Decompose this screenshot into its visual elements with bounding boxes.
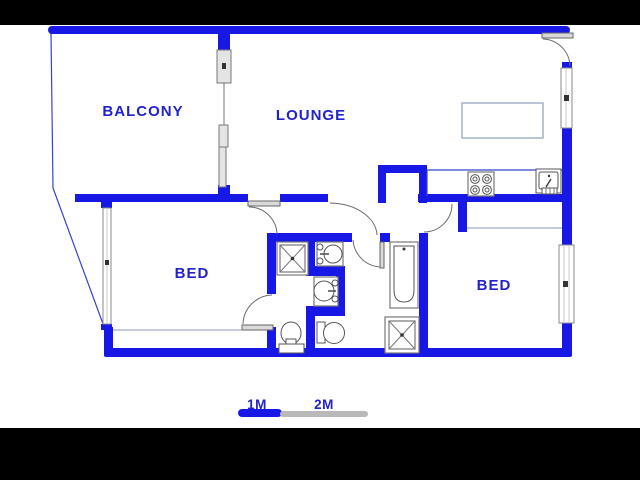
bed1-right-wall-lower — [267, 327, 276, 357]
bed2-label: BED — [477, 277, 512, 294]
wc-room-bottom-wall — [306, 306, 345, 316]
lounge-bottom-wall — [280, 194, 328, 202]
wc-room-right-wall — [336, 266, 345, 308]
dining-table — [461, 102, 544, 139]
letterbox-bottom — [0, 428, 640, 480]
bathtub — [389, 241, 419, 309]
entrance-door — [541, 32, 574, 67]
bed1-right-wall-upper — [267, 242, 276, 294]
bathroom-door — [352, 239, 385, 269]
balcony-bottom-wall — [75, 194, 248, 202]
bed1-left-corner-wall — [104, 327, 113, 353]
bed2-left-wall — [419, 233, 428, 357]
fixtures — [113, 102, 562, 354]
scale-bar-2m-segment — [280, 411, 368, 417]
bed1-window — [102, 207, 112, 325]
basin-1 — [316, 241, 344, 267]
toilet-2 — [316, 321, 345, 344]
basin-2 — [313, 276, 339, 307]
divider-stub-top — [218, 30, 230, 50]
top-exterior-wall — [48, 26, 570, 34]
bed2-door — [423, 203, 453, 233]
lounge-window — [560, 67, 573, 129]
site-boundary-line — [50, 32, 107, 333]
bathroom-top-wall — [267, 233, 352, 242]
letterbox-top — [0, 0, 640, 25]
scale-1m-label: 1M — [247, 397, 267, 412]
bed2-window — [558, 244, 575, 324]
wc-room-top-wall — [306, 266, 345, 276]
bed1-window-bottom-cap — [101, 324, 112, 330]
shower-1 — [276, 241, 309, 276]
shower-2 — [384, 316, 420, 354]
windows — [102, 49, 575, 325]
kitchen-duct-wall-left — [378, 165, 386, 203]
doors — [241, 32, 574, 331]
kitchen-sink-icon — [535, 168, 562, 195]
room-labels: BALCONY LOUNGE BED BED — [102, 103, 512, 294]
balcony-sliding-door — [216, 49, 232, 188]
kitchen-duct-wall-top — [378, 165, 427, 173]
walls — [48, 26, 572, 357]
right-wall-window-cap — [562, 62, 572, 70]
bed1-ensuite-door — [241, 294, 274, 331]
lounge-label: LOUNGE — [276, 107, 346, 124]
scale-bar-1m-segment — [238, 409, 282, 417]
right-wall-lower — [562, 323, 572, 355]
toilet-divider-wall — [306, 306, 315, 357]
kitchen-duct-wall-right — [419, 165, 427, 203]
divider-stub-bottom — [218, 185, 230, 201]
stove — [467, 171, 495, 197]
balcony-label: BALCONY — [102, 103, 183, 120]
shower-basin-partition — [306, 242, 315, 266]
right-wall-mid — [562, 126, 572, 245]
bed1-entry-door — [247, 200, 281, 235]
bathroom-door-stub — [380, 233, 390, 242]
scale-bar: 1M 2M — [238, 397, 368, 417]
kitchen-bottom-wall — [418, 194, 562, 202]
bed1-label: BED — [175, 265, 210, 282]
bed1-window-top-cap — [101, 202, 112, 208]
bottom-exterior-wall — [104, 348, 572, 357]
lounge-hall-door — [329, 202, 378, 236]
bed2-cupboard-stub-wall — [458, 194, 467, 232]
toilet-1 — [278, 321, 305, 354]
scale-2m-label: 2M — [314, 397, 334, 412]
